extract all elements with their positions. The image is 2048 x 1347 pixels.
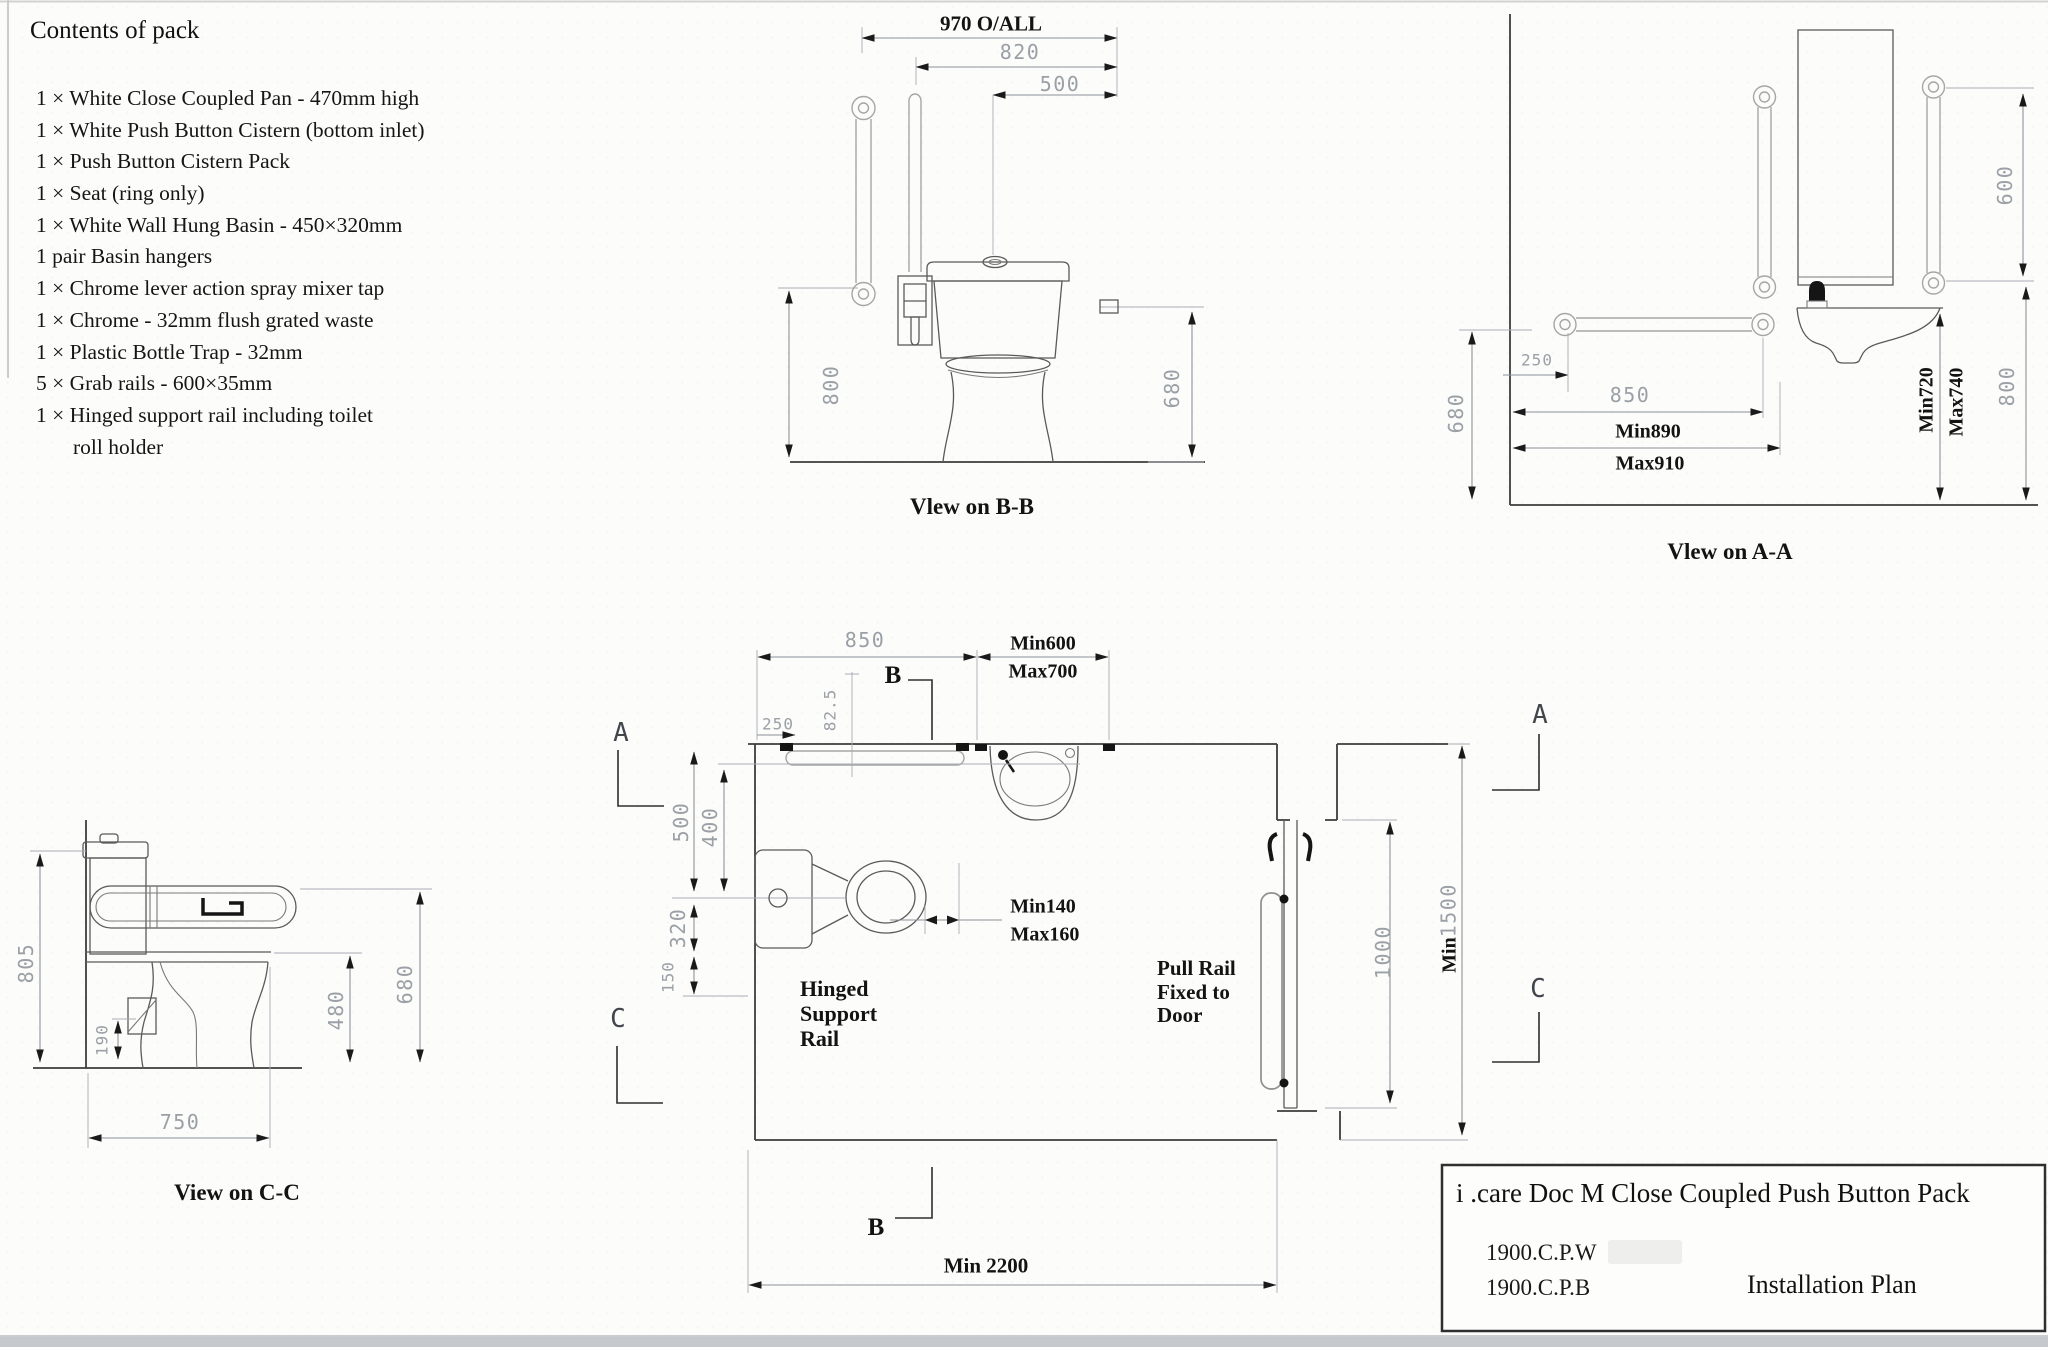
hinged-label-line2: Support bbox=[800, 1001, 878, 1026]
bb-caption: Vlew on B-B bbox=[910, 494, 1034, 519]
bb-dim-800: 800 bbox=[819, 364, 843, 406]
pull-label-line3: Door bbox=[1157, 1003, 1203, 1027]
plan-dim-320: 320 bbox=[666, 907, 690, 949]
plan-toilet bbox=[672, 849, 927, 949]
cc-hinged-rail-and-roll-holder bbox=[89, 885, 297, 929]
plan-basin-bracket-left bbox=[975, 744, 987, 751]
view-aa-linework bbox=[1459, 14, 2038, 506]
aa-left-vertical-rail bbox=[1752, 85, 1777, 299]
plan-dim-min1500-prefix: Min bbox=[1438, 937, 1461, 973]
aa-dim-max740: Max740 bbox=[1945, 367, 1968, 437]
plan-dim-min600: Min600 bbox=[1010, 632, 1076, 655]
bb-dim-820: 820 bbox=[999, 40, 1041, 64]
aa-dim-min720: Min720 bbox=[1915, 367, 1938, 433]
contents-item: 1 × Hinged support rail including toilet bbox=[36, 402, 373, 427]
plan-linework bbox=[616, 650, 1540, 1293]
section-marker-b-top: B bbox=[884, 662, 902, 689]
pull-label-line2: Fixed to bbox=[1157, 979, 1230, 1004]
section-brackets bbox=[616, 679, 1540, 1219]
plan-dim-1000: 1000 bbox=[1371, 924, 1395, 980]
cc-dim-680: 680 bbox=[393, 963, 417, 1005]
contents-item: 1 × Chrome - 32mm flush grated waste bbox=[36, 307, 374, 332]
contents-item: 1 × Chrome lever action spray mixer tap bbox=[36, 276, 385, 301]
title-block-border bbox=[1440, 1163, 2047, 1333]
plan-dim-min1500: Min1500 bbox=[1437, 883, 1462, 973]
plan-dim-400: 400 bbox=[698, 806, 722, 848]
plan-wall-grab-rail bbox=[780, 743, 969, 766]
aa-horizontal-rail bbox=[1553, 312, 1775, 337]
aa-dim-600: 600 bbox=[1993, 164, 2017, 206]
plan-dim-min2200: Min 2200 bbox=[943, 1253, 1029, 1278]
aa-dim-min890: Min890 bbox=[1615, 420, 1681, 443]
section-marker-b-bottom: B bbox=[867, 1214, 885, 1241]
section-marker-c-right: C bbox=[1530, 974, 1546, 1004]
bb-cistern-and-pan bbox=[926, 255, 1119, 463]
contents-item: 1 × White Push Button Cistern (bottom in… bbox=[36, 117, 425, 142]
hinged-label-line3: Rail bbox=[800, 1026, 840, 1051]
scan-smudge-artifact bbox=[1608, 1240, 1682, 1264]
cc-dim-750: 750 bbox=[159, 1110, 201, 1134]
bb-vertical-grab-rail bbox=[851, 95, 876, 307]
plan-dim-max160: Max160 bbox=[1010, 923, 1080, 946]
contents-item: 5 × Grab rails - 600×35mm bbox=[36, 371, 273, 396]
contents-item: 1 pair Basin hangers bbox=[36, 244, 213, 269]
plan-dim-500: 500 bbox=[669, 801, 693, 843]
bb-dim-overall: 970 O/ALL bbox=[939, 11, 1043, 36]
cc-cistern bbox=[82, 833, 149, 955]
title-block-code-1: 1900.C.P.W bbox=[1486, 1240, 1597, 1265]
plan-dim-150: 150 bbox=[658, 961, 678, 993]
plan-dim-250: 250 bbox=[762, 714, 794, 734]
cc-pan-profile bbox=[86, 951, 271, 1069]
bb-dim-500: 500 bbox=[1039, 72, 1081, 96]
bb-dim-680: 680 bbox=[1160, 367, 1184, 409]
plan-door bbox=[1267, 820, 1313, 1109]
aa-dim-250: 250 bbox=[1521, 350, 1553, 370]
aa-mirror bbox=[1797, 29, 1894, 286]
section-marker-c-left: C bbox=[610, 1004, 626, 1034]
hinged-label-line1: Hinged bbox=[800, 976, 869, 1001]
aa-dim-850: 850 bbox=[1609, 383, 1651, 407]
plan-pull-rail bbox=[1260, 892, 1289, 1090]
aa-basin-and-tap bbox=[1796, 281, 1943, 364]
plan-dim-min140: Min140 bbox=[1010, 895, 1076, 918]
contents-item: 1 × Plastic Bottle Trap - 32mm bbox=[36, 339, 303, 364]
pull-rail-label: Pull Rail Fixed to Door bbox=[1157, 956, 1236, 1028]
contents-list: 1 × White Close Coupled Pan - 470mm high… bbox=[36, 86, 425, 466]
plan-dim-82-5: 82.5 bbox=[820, 688, 840, 732]
contents-item: 1 × Seat (ring only) bbox=[36, 181, 205, 206]
cc-caption: View on C-C bbox=[174, 1180, 300, 1205]
bb-hinged-rail-folded bbox=[897, 93, 933, 346]
plan-basin bbox=[989, 745, 1079, 821]
contents-item: 1 × Push Button Cistern Pack bbox=[36, 149, 291, 174]
view-cc-linework bbox=[30, 820, 432, 1148]
section-marker-a-left: A bbox=[613, 718, 629, 748]
contents-item-wrap: roll holder bbox=[73, 434, 164, 459]
hinged-support-rail-label: Hinged Support Rail bbox=[800, 976, 877, 1051]
cc-dim-805: 805 bbox=[14, 942, 38, 984]
cc-dim-480: 480 bbox=[324, 989, 348, 1031]
plan-dim-max700: Max700 bbox=[1008, 660, 1078, 683]
title-block-doc-type: Installation Plan bbox=[1747, 1270, 1917, 1299]
contents-item: 1 × White Close Coupled Pan - 470mm high bbox=[36, 86, 420, 110]
pull-label-line1: Pull Rail bbox=[1157, 956, 1236, 980]
contents-item: 1 × White Wall Hung Basin - 450×320mm bbox=[36, 212, 403, 237]
title-block-code-2: 1900.C.P.B bbox=[1486, 1275, 1591, 1300]
contents-title: Contents of pack bbox=[30, 17, 200, 44]
view-bb-linework bbox=[778, 27, 1205, 463]
plan-dim-850: 850 bbox=[844, 628, 886, 652]
plan-basin-bracket-right bbox=[1103, 744, 1115, 751]
cc-dim-190: 190 bbox=[92, 1024, 112, 1056]
title-block-title: i .care Doc M Close Coupled Push Button … bbox=[1456, 1178, 1970, 1208]
aa-dim-680: 680 bbox=[1444, 392, 1468, 434]
aa-caption: Vlew on A-A bbox=[1667, 539, 1793, 564]
aa-dim-800: 800 bbox=[1995, 365, 2019, 407]
plan-dim-min1500-value: 1500 bbox=[1436, 883, 1461, 938]
aa-dim-max910: Max910 bbox=[1615, 452, 1685, 475]
section-marker-a-right: A bbox=[1532, 700, 1548, 730]
aa-right-vertical-rail bbox=[1921, 75, 1946, 295]
